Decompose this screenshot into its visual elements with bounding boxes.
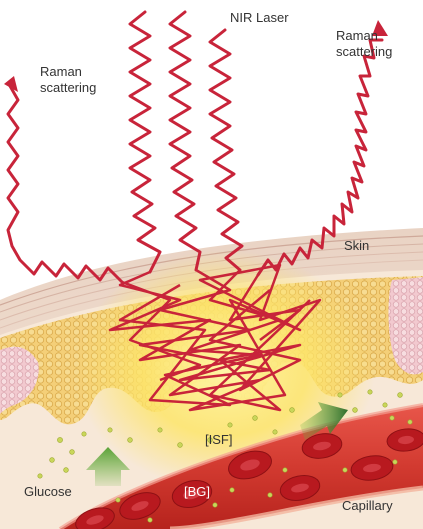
isf-label: [ISF] [205, 432, 232, 448]
raman-scattering-left-label: Raman scattering [40, 64, 96, 96]
glucose-label: Glucose [24, 484, 72, 500]
skin-label: Skin [344, 238, 369, 254]
nir-laser-beams [130, 12, 242, 272]
nir-laser-label: NIR Laser [230, 10, 289, 26]
bg-label: [BG] [184, 484, 210, 500]
raman-scattering-right-label: Raman scattering [336, 28, 392, 60]
capillary-label: Capillary [342, 498, 393, 514]
